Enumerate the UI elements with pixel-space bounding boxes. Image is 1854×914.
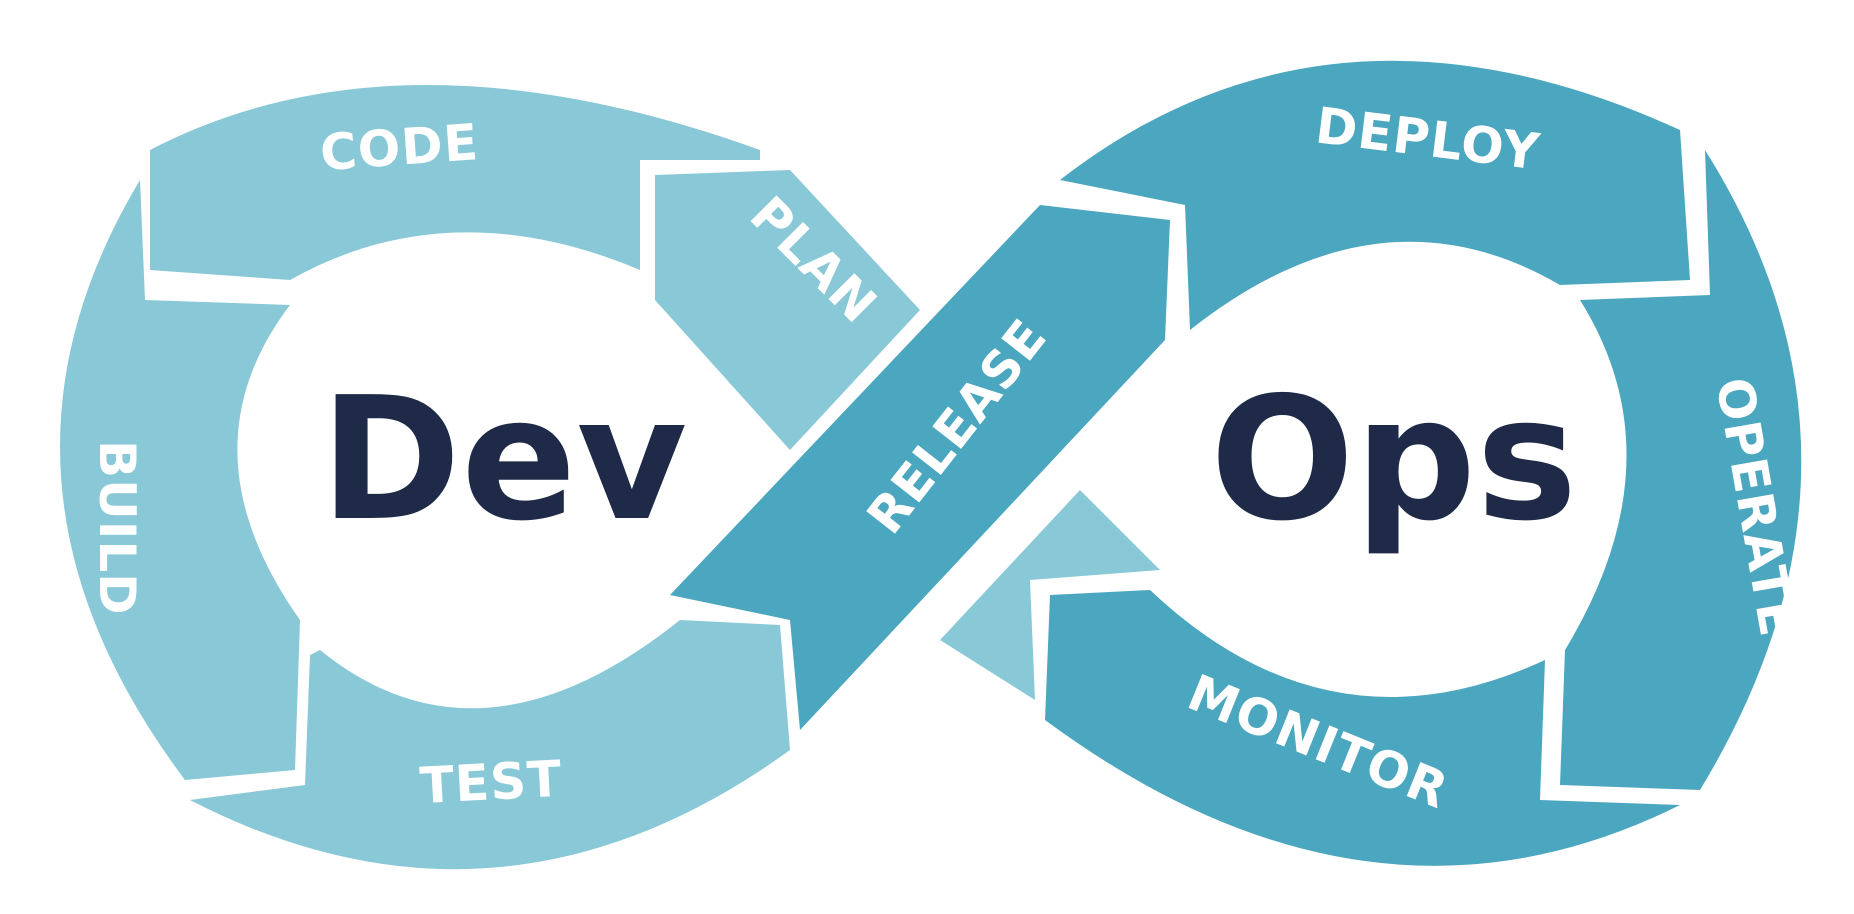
label-build: BUILD: [88, 440, 146, 616]
segment-operate: [1560, 150, 1802, 790]
segment-plan: [655, 170, 920, 450]
center-label-ops: Ops: [1210, 361, 1577, 559]
label-test: TEST: [418, 750, 563, 815]
segment-monitor-arrow: [940, 490, 1160, 700]
segment-code: [150, 85, 760, 280]
label-code: CODE: [318, 113, 481, 182]
dev-loop: [60, 85, 920, 870]
ops-loop: [1045, 60, 1802, 866]
segment-build: [60, 180, 300, 780]
segment-test: [190, 620, 790, 870]
center-label-dev: Dev: [320, 361, 687, 559]
segment-release: [670, 205, 1170, 730]
segment-deploy: [1060, 60, 1690, 331]
segment-monitor: [1045, 590, 1680, 866]
